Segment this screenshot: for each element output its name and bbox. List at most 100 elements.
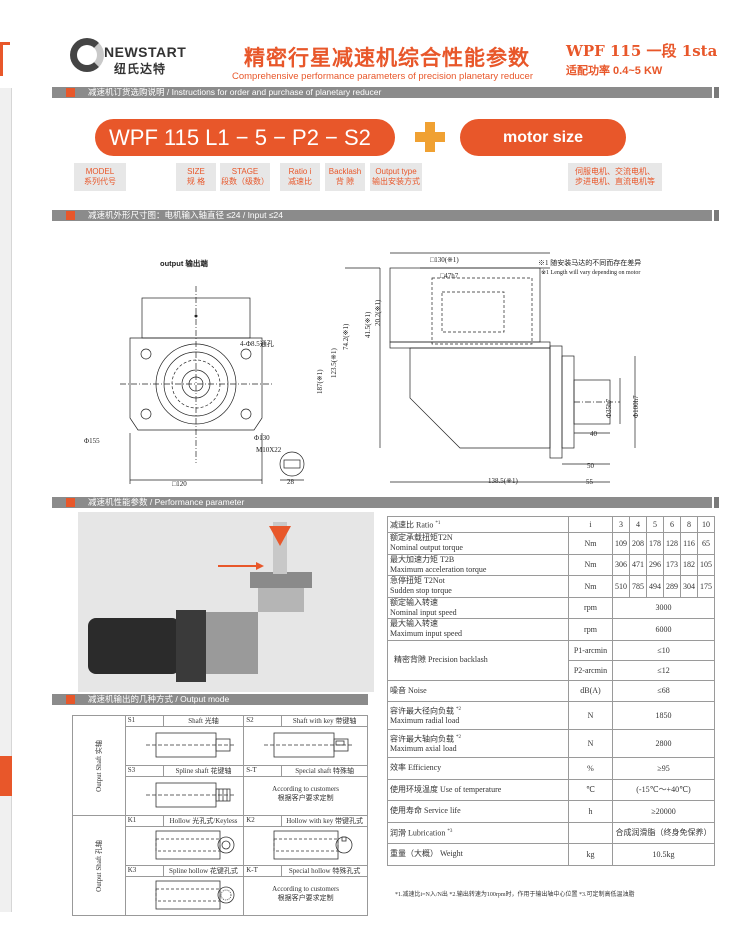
page-subtitle: Comprehensive performance parameters of … xyxy=(232,71,533,82)
left-edge-marker xyxy=(0,756,12,796)
table-row: 减速比 Ratio *1 i 3 4 5 6 8 10 xyxy=(387,516,715,533)
param-value: ≤68 xyxy=(612,679,715,702)
ratio-label: 减速比 Ratio *1 xyxy=(387,516,569,533)
param-value: 208 xyxy=(629,532,647,555)
param-en: Sudden stop torque xyxy=(390,586,452,596)
param-unit: h xyxy=(568,800,613,823)
hollow-group-label: Output Shaft 孔轴 xyxy=(72,815,126,916)
ratio-value: 4 xyxy=(629,516,647,533)
param-en: Nominal input speed xyxy=(390,607,457,617)
param-value: 10.5kg xyxy=(612,843,715,866)
param-value: 1850 xyxy=(612,701,715,730)
param-value: 116 xyxy=(680,532,698,555)
param-unit: ℃ xyxy=(568,778,613,801)
section-bar-order: 减速机订货选购说明 / Instructions for order and p… xyxy=(52,87,712,98)
brand-name-cn: 纽氏达特 xyxy=(114,62,167,76)
param-value: 173 xyxy=(663,553,681,576)
shaft-drawing-icon xyxy=(145,732,234,758)
param-value: 494 xyxy=(646,575,664,598)
dim-h123: 123.5(※1) xyxy=(330,348,338,378)
param-value: 6000 xyxy=(612,618,715,641)
section-title-performance: 减速机性能参数 / Performance parameter xyxy=(88,497,245,507)
param-cn: 急停扭矩 T2Not xyxy=(390,576,445,586)
shaft-s3-drawing xyxy=(124,776,245,816)
param-unit: dB(A) xyxy=(568,679,613,702)
param-cn: 容许最大径向负载 xyxy=(390,706,454,716)
param-name: 使用寿命 Service life xyxy=(387,800,569,823)
param-en: Nominal output torque xyxy=(390,543,463,553)
left-edge-strip xyxy=(0,88,12,912)
dim-d155: Φ155 xyxy=(84,437,100,445)
param-cn: 最大输入转速 xyxy=(390,619,438,629)
spline-hollow-drawing-icon xyxy=(155,880,235,910)
drawing-note-cn: ※1 随安装马达的不同而存在差异 xyxy=(538,259,642,267)
section-bar-performance: 减速机性能参数 / Performance parameter xyxy=(52,497,712,508)
param-value: 175 xyxy=(697,575,715,598)
caption-en: Ratio i xyxy=(288,167,312,176)
keyed-shaft-drawing-icon xyxy=(264,732,353,758)
param-value: 109 xyxy=(612,532,630,555)
caption-motor-line1: 伺服电机、交流电机、 xyxy=(575,167,655,176)
section-marker-icon xyxy=(66,695,75,704)
caption-cn: 段数（级数） xyxy=(221,177,269,186)
dim-w55: 55 xyxy=(586,478,593,486)
caption-motor: 伺服电机、交流电机、步进电机、直流电机等 xyxy=(568,163,662,191)
param-en: Maximum radial load xyxy=(390,716,460,726)
motor-size-pill: motor size xyxy=(460,119,626,156)
param-value: 289 xyxy=(663,575,681,598)
dim-d100: Φ100h7 xyxy=(632,395,640,418)
mode-code: S2 xyxy=(243,715,283,727)
dimension-drawing xyxy=(120,252,636,484)
param-cn: 润滑 Lubrication xyxy=(390,828,446,838)
caption-cn: 减速比 xyxy=(288,177,312,186)
section-marker-icon xyxy=(66,498,75,507)
param-name: 润滑 Lubrication *3 xyxy=(387,821,569,844)
param-cn: 最大加速力矩 T2B xyxy=(390,554,455,564)
param-name: 使用环境温度 Use of temperature xyxy=(387,778,569,801)
section-bar-output-mode: 减速机输出的几种方式 / Output mode xyxy=(52,694,368,705)
ratio-value: 8 xyxy=(680,516,698,533)
param-value: 105 xyxy=(697,553,715,576)
param-unit: % xyxy=(568,757,613,780)
param-value: 785 xyxy=(629,575,647,598)
param-name: 重量（大概） Weight xyxy=(387,843,569,866)
footnote-mark: *2 xyxy=(456,734,461,740)
param-unit: rpm xyxy=(568,618,613,641)
dim-key-28: 28 xyxy=(287,478,294,486)
shaft-s1-drawing xyxy=(124,726,245,766)
ratio-value: 5 xyxy=(646,516,664,533)
caption-motor-line2: 步进电机、直流电机等 xyxy=(575,177,655,186)
mode-name: Shaft 光轴 xyxy=(162,715,245,727)
param-value: 合成润滑脂（终身免保养） xyxy=(612,821,715,844)
param-value: 296 xyxy=(646,553,664,576)
section-bar-end xyxy=(714,87,719,98)
ratio-value: 10 xyxy=(697,516,715,533)
param-value: 2800 xyxy=(612,729,715,758)
caption-en: MODEL xyxy=(85,167,115,176)
section-bar-end xyxy=(714,210,719,221)
mode-name: Special shaft 特殊轴 xyxy=(281,765,368,777)
drawing-note-en: ※1 Length will vary depending on motor xyxy=(541,270,641,276)
brand-logo-icon xyxy=(70,38,104,72)
section-marker-icon xyxy=(66,88,75,97)
param-name: 噪音 Noise xyxy=(387,679,569,702)
backlash-label: 精密背隙 Precision backlash xyxy=(387,639,569,681)
param-unit: N xyxy=(568,729,613,758)
param-value: 471 xyxy=(629,553,647,576)
hollow-k3-drawing xyxy=(124,876,245,916)
section-marker-icon xyxy=(66,211,75,220)
table-row: 效率 Efficiency % ≥95 xyxy=(387,757,715,780)
table-row: 使用寿命 Service life h ≥20000 xyxy=(387,800,715,823)
dim-w138: 138.5(※1) xyxy=(488,477,518,485)
table-row: 润滑 Lubrication *3 合成润滑脂（终身免保养） xyxy=(387,821,715,844)
dim-m10: M10X22 xyxy=(256,446,282,454)
param-value: 3000 xyxy=(612,596,715,619)
param-value: 182 xyxy=(680,553,698,576)
